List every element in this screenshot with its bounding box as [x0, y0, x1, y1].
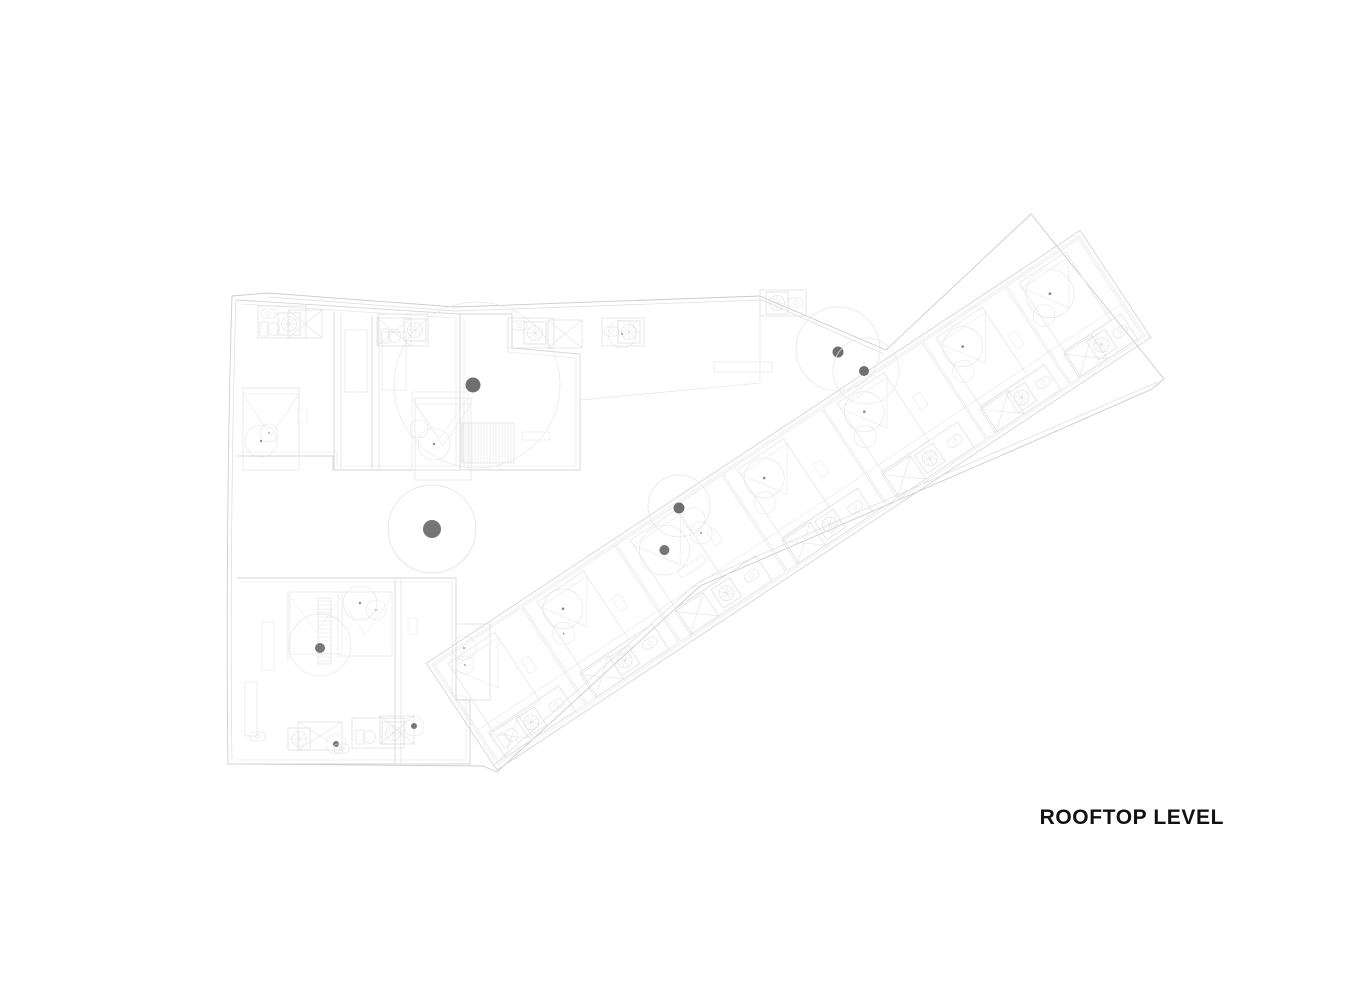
door-swing [743, 457, 785, 499]
guest-suite [822, 342, 987, 505]
door-swing [1032, 304, 1056, 327]
door-swing [409, 419, 429, 439]
door-swing [952, 360, 975, 383]
stair-run [317, 597, 332, 665]
stair-run [461, 422, 515, 464]
rooftop-tree [387, 484, 477, 574]
bathroom-pod [257, 305, 307, 339]
north-penthouse [411, 313, 583, 471]
bathroom-pod [507, 317, 555, 349]
shower-drain [287, 727, 311, 751]
bed-furniture [414, 397, 472, 481]
door-swing [417, 427, 451, 461]
door-swing [365, 599, 387, 621]
shower-stall [379, 715, 415, 745]
bathroom-pod [377, 313, 429, 347]
southwest-block [232, 577, 491, 765]
bed-furniture [337, 591, 393, 657]
bathroom-pod [601, 317, 645, 347]
guest-suite [722, 408, 887, 572]
door-swing [342, 585, 378, 621]
rooftop-tree [288, 613, 352, 677]
guest-suite [615, 474, 787, 642]
door-swing [607, 319, 637, 349]
guest-suite [1006, 238, 1143, 384]
guest-suite [434, 607, 586, 763]
bathroom-pod [1063, 313, 1138, 377]
bench [521, 431, 551, 441]
bed-furniture [242, 387, 300, 471]
page-title: ROOFTOP LEVEL [1039, 806, 1224, 829]
door-swing [1025, 269, 1075, 318]
door-swing [942, 326, 983, 367]
bathroom-pod [580, 623, 670, 698]
door-swing [853, 425, 877, 448]
bathroom-pod [781, 487, 875, 564]
northwest-block [236, 299, 472, 481]
bathroom-pod [881, 421, 975, 498]
door-swing [682, 507, 706, 530]
door-swing [552, 622, 576, 645]
door-swing [753, 491, 777, 514]
bathroom-pod [980, 364, 1062, 433]
roof-vent [713, 361, 773, 373]
guest-suite [522, 545, 680, 704]
sink-fixture [249, 731, 266, 742]
bed-furniture [411, 391, 469, 471]
guest-suite [922, 286, 1070, 439]
rooftop-trees [288, 301, 900, 677]
bathroom-pod [351, 717, 405, 749]
door-swing [455, 655, 475, 675]
bathroom-pod [759, 289, 807, 317]
door-swing [259, 423, 279, 443]
shower-stall [547, 319, 583, 349]
north-terrace-strip [579, 289, 807, 401]
rooftop-tree [393, 301, 561, 469]
door-swing [689, 521, 713, 545]
door-swing [542, 588, 584, 630]
bathroom-pod [675, 555, 773, 635]
door-swing [639, 524, 690, 576]
door-swing [244, 424, 278, 458]
diagonal-wing [425, 229, 1152, 771]
door-swing [451, 635, 477, 661]
nightstand [407, 617, 418, 635]
roof-outline [226, 213, 1165, 773]
rooftop-tree [832, 337, 900, 405]
door-swing [403, 715, 425, 737]
rooftop-tree [647, 474, 711, 538]
